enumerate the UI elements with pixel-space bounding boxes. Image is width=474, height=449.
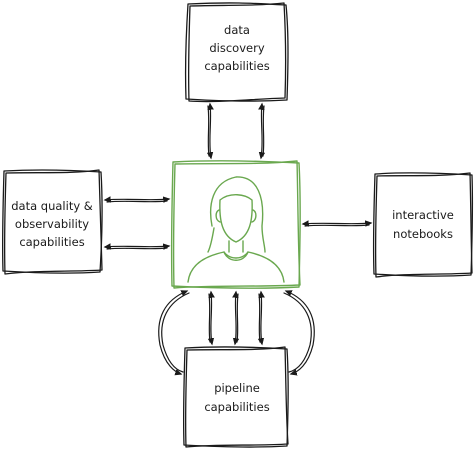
arrow-top-right [261,104,262,158]
arrow-bottom-1 [211,292,212,344]
arrow-top-left [210,104,211,158]
arrow-left-upper [105,199,169,200]
data-discovery-label-line-2: discovery [209,41,264,55]
data-quality-label-line-1: data quality & [11,199,93,213]
data-discovery-label-line-1: data [224,23,250,37]
data-quality-box: data quality & observability capabilitie… [1,169,103,275]
interactive-notebooks-box: interactive notebooks [372,172,474,278]
arrow-right [303,223,371,224]
interactive-notebooks-label-line-1: interactive [392,208,454,222]
data-quality-label-line-2: observability [15,217,89,231]
data-quality-label-line-3: capabilities [19,235,84,249]
arrow-bottom-curve-left [158,291,187,374]
arrow-bottom-curve-right [286,291,315,374]
interactive-notebooks-label-line-2: notebooks [393,227,453,241]
data-discovery-box: data discovery capabilities [184,2,289,103]
data-discovery-label-line-3: capabilities [204,59,269,73]
arrow-bottom-2 [235,292,236,344]
center-person-box [170,160,301,289]
pipeline-label-line-1: pipeline [214,381,260,395]
arrow-left-lower [105,246,169,247]
arrow-bottom-3 [261,292,262,344]
connectors [105,104,371,374]
pipeline-box: pipeline capabilities [182,346,289,448]
person-icon [187,176,285,283]
pipeline-label-line-2: capabilities [204,400,269,414]
